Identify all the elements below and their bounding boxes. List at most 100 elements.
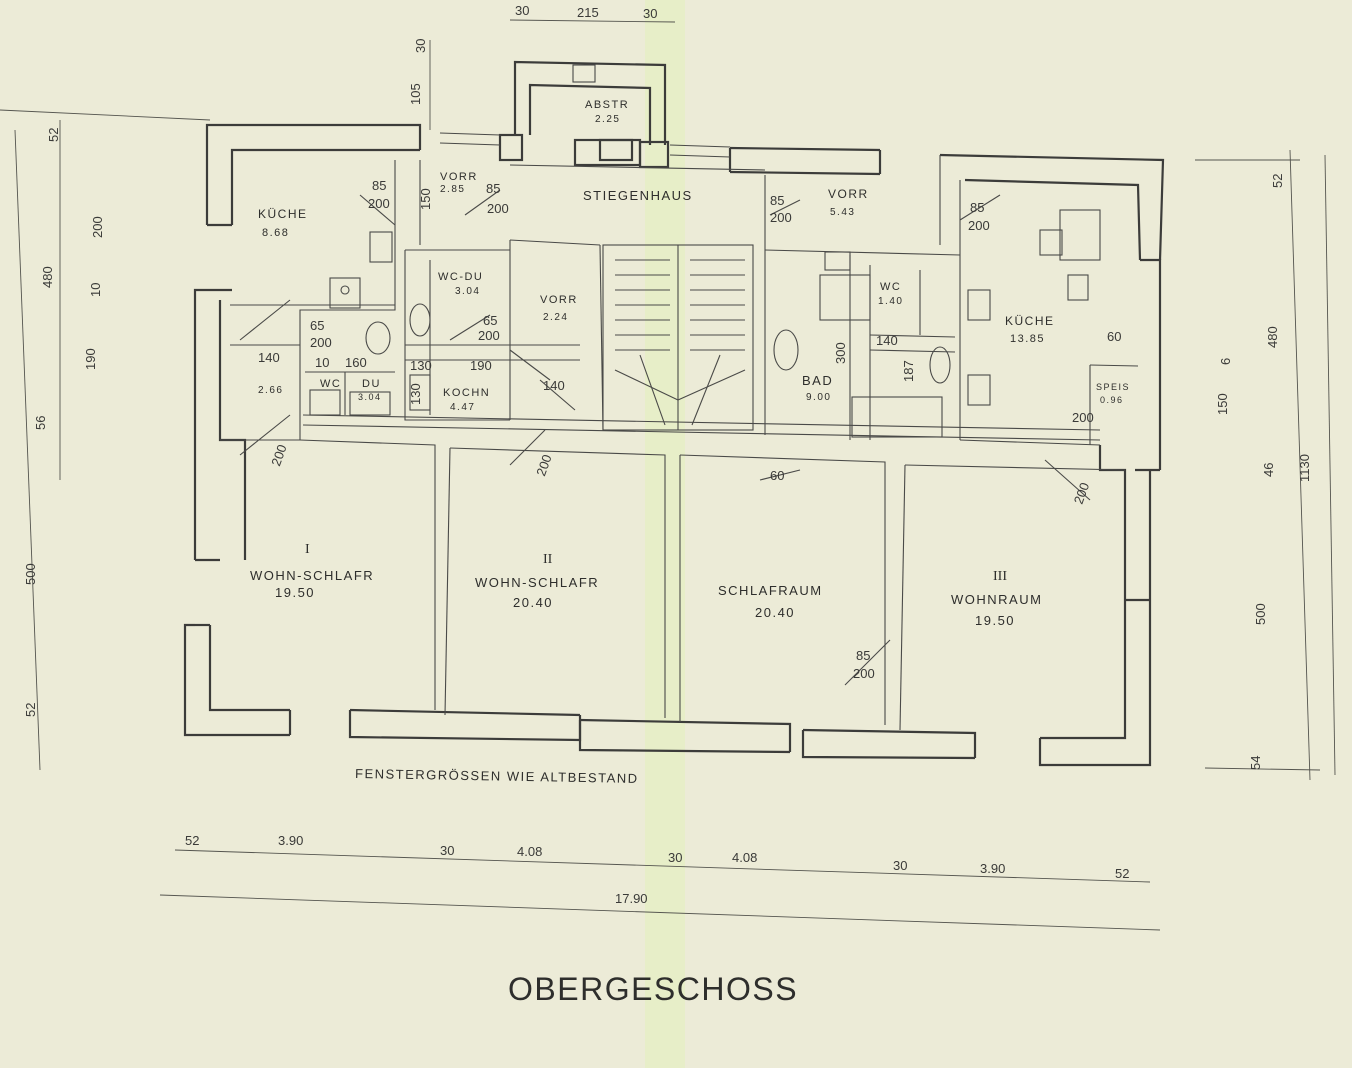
plan-title: OBERGESCHOSS	[508, 971, 798, 1007]
room-area-2: 20.40	[513, 595, 553, 610]
svg-text:52: 52	[185, 833, 199, 848]
svg-text:52: 52	[23, 703, 38, 717]
room-area-3: 19.50	[975, 613, 1015, 628]
svg-text:480: 480	[1265, 326, 1280, 348]
svg-text:46: 46	[1261, 463, 1276, 477]
room-name-wc-2: WC	[880, 281, 901, 293]
room-area-speis: 0.96	[1100, 395, 1124, 405]
svg-text:480: 480	[40, 266, 55, 288]
svg-text:6: 6	[1218, 358, 1233, 365]
svg-text:200: 200	[90, 216, 105, 238]
room-area-bad: 9.00	[806, 392, 831, 403]
room-name-kueche-2: KÜCHE	[1005, 314, 1055, 328]
room-name-abstr: ABSTR	[585, 99, 629, 111]
svg-text:200: 200	[533, 452, 555, 478]
dimensions-top: 30 215 30	[515, 3, 657, 21]
svg-text:215: 215	[577, 5, 599, 20]
svg-text:85: 85	[372, 178, 386, 193]
room-area-vorr-1: 2.85	[440, 184, 465, 195]
svg-text:187: 187	[901, 360, 916, 382]
room-area-kueche-2: 13.85	[1010, 333, 1045, 345]
svg-text:52: 52	[1270, 174, 1285, 188]
door-swings	[239, 189, 1091, 686]
svg-text:1130: 1130	[1297, 454, 1312, 482]
svg-text:500: 500	[1253, 603, 1268, 625]
svg-text:30: 30	[668, 850, 682, 865]
svg-text:4.08: 4.08	[732, 850, 757, 865]
dimensions-left: 52 200 480 10 190 56 500 52 105 30	[23, 39, 428, 717]
dimensions-right: 52 480 6 150 46 1130 500 54	[1215, 174, 1312, 770]
room-area-schlafraum: 20.40	[755, 605, 795, 620]
svg-text:54: 54	[1248, 756, 1263, 770]
room-area-abstr: 2.25	[595, 114, 620, 125]
room-name-vorr-4: VORR	[828, 187, 869, 201]
room-number-1: I	[305, 542, 310, 557]
outer-walls	[183, 60, 1165, 767]
svg-text:200: 200	[1072, 410, 1094, 425]
room-area-du: 3.04	[358, 392, 382, 402]
svg-text:200: 200	[487, 201, 509, 216]
svg-text:3.90: 3.90	[278, 833, 303, 848]
svg-text:200: 200	[770, 210, 792, 225]
sanitary-fixtures	[309, 209, 1101, 438]
room-name-stiegenhaus: STIEGENHAUS	[583, 188, 693, 203]
room-area-kueche-1: 8.68	[262, 227, 289, 239]
interior-walls	[220, 155, 1139, 731]
svg-text:160: 160	[345, 355, 367, 370]
svg-text:65: 65	[310, 318, 324, 333]
room-area-1: 19.50	[275, 585, 315, 600]
svg-text:140: 140	[258, 350, 280, 365]
svg-text:130: 130	[410, 358, 432, 373]
dimension-total: 17.90	[615, 891, 648, 906]
svg-text:10: 10	[315, 355, 329, 370]
room-name-1: WOHN-SCHLAFR	[250, 568, 374, 583]
room-name-vorr-1: VORR	[440, 171, 478, 183]
svg-text:105: 105	[408, 83, 423, 105]
door-size-labels: 85 200 85 200 85 200 85 200 65 200 140 1…	[258, 178, 1121, 681]
dimensions-bottom: 52 3.90 30 4.08 30 4.08 30 3.90 52 17.90	[185, 833, 1129, 906]
room-name-vorr-2: VORR	[540, 294, 578, 306]
room-name-speis: SPEIS	[1096, 382, 1130, 392]
svg-text:10: 10	[88, 283, 103, 297]
svg-text:4.08: 4.08	[517, 844, 542, 859]
svg-text:85: 85	[856, 648, 870, 663]
svg-text:200: 200	[268, 442, 290, 468]
room-area-wcdu-1: 3.04	[455, 286, 480, 297]
room-area-vorr-2: 2.24	[543, 312, 568, 323]
room-area-vorr-3: 2.66	[258, 385, 283, 396]
room-labels: ABSTR 2.25 STIEGENHAUS VORR 2.85 KÜCHE 8…	[250, 99, 1130, 628]
svg-text:85: 85	[970, 200, 984, 215]
svg-text:65: 65	[483, 313, 497, 328]
svg-text:85: 85	[770, 193, 784, 208]
svg-text:200: 200	[853, 666, 875, 681]
svg-text:190: 190	[83, 348, 98, 370]
svg-text:500: 500	[23, 563, 38, 585]
svg-text:30: 30	[440, 843, 454, 858]
room-name-wcdu-1: WC-DU	[438, 271, 483, 283]
svg-text:200: 200	[310, 335, 332, 350]
svg-text:3.90: 3.90	[980, 861, 1005, 876]
room-name-bad: BAD	[802, 373, 833, 388]
svg-text:60: 60	[1107, 329, 1121, 344]
svg-text:52: 52	[46, 128, 61, 142]
dimension-lines	[0, 19, 1336, 931]
room-name-2: WOHN-SCHLAFR	[475, 575, 599, 590]
svg-text:150: 150	[1215, 393, 1230, 415]
svg-text:30: 30	[893, 858, 907, 873]
svg-text:300: 300	[833, 342, 848, 364]
svg-text:30: 30	[515, 3, 529, 18]
room-number-3: III	[993, 569, 1007, 584]
svg-text:52: 52	[1115, 866, 1129, 881]
svg-text:60: 60	[770, 468, 784, 483]
room-area-kochn: 4.47	[450, 402, 475, 413]
svg-text:190: 190	[470, 358, 492, 373]
room-name-3: WOHNRAUM	[951, 592, 1042, 607]
svg-text:130: 130	[408, 383, 423, 405]
room-area-vorr-4: 5.43	[830, 207, 855, 218]
svg-text:140: 140	[876, 333, 898, 348]
svg-text:200: 200	[478, 328, 500, 343]
svg-text:200: 200	[968, 218, 990, 233]
svg-text:150: 150	[418, 188, 433, 210]
